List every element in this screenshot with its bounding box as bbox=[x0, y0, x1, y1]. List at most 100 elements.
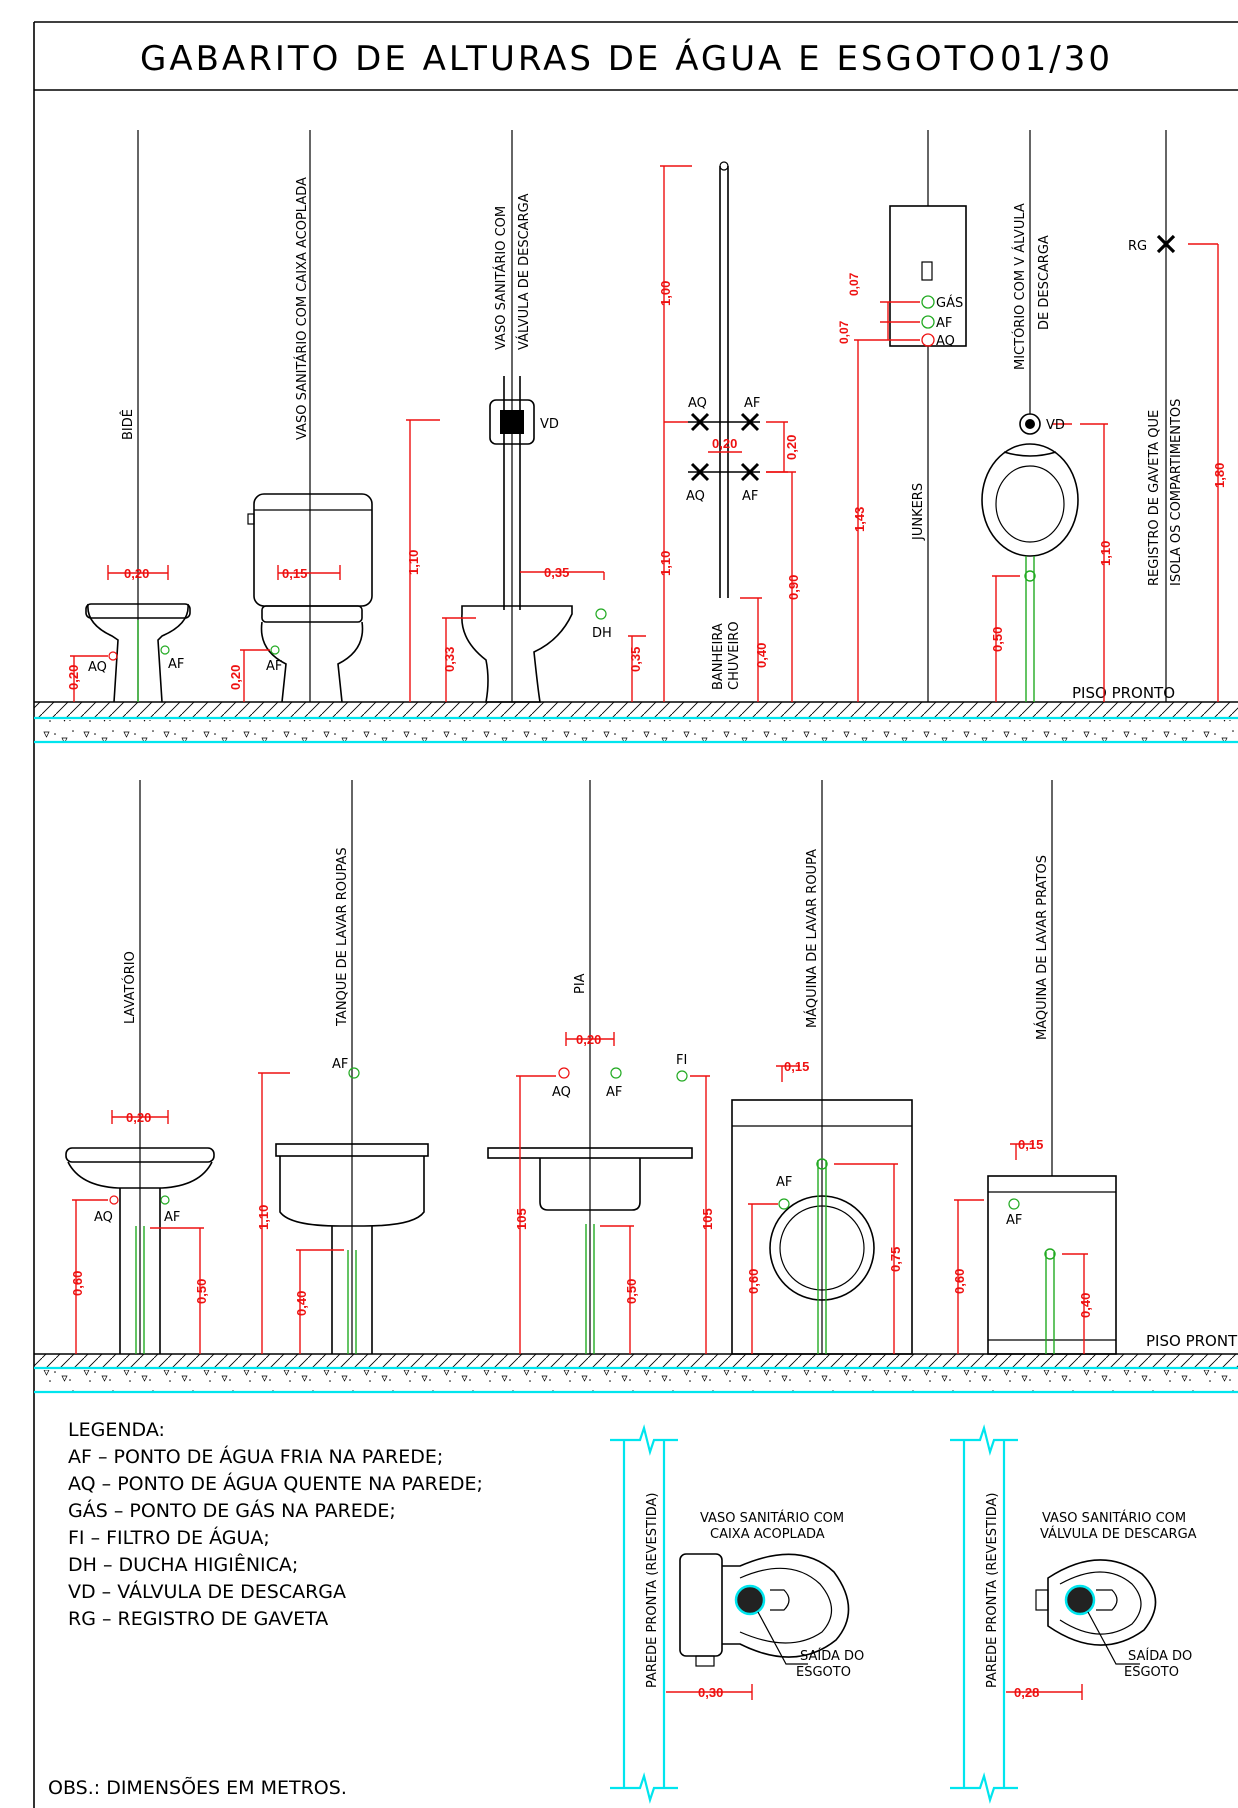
bide-dim-width: 0,20 bbox=[124, 566, 149, 581]
vaso-valvula-fixture bbox=[406, 130, 646, 703]
plan1-title-2: CAIXA ACOPLADA bbox=[710, 1527, 825, 1542]
chuveiro-dim-1: 1,00 bbox=[658, 281, 673, 306]
chuveiro-point-af2: AF bbox=[742, 489, 758, 504]
plan1-outlet-1: SAÍDA DO bbox=[800, 1648, 864, 1664]
vaso-valvula-label-1: VASO SANITÁRIO COM bbox=[493, 206, 509, 350]
plan-view-caixa bbox=[610, 1424, 850, 1804]
tanque-dim-1: 1,10 bbox=[256, 1205, 271, 1230]
vaso-valvula-dim-1: 1,10 bbox=[406, 550, 421, 575]
mictorio-point-vd: VD bbox=[1046, 418, 1065, 433]
lavatorio-dim-3: 0,50 bbox=[194, 1279, 209, 1304]
junkers-dim-3: 1,43 bbox=[852, 507, 867, 532]
chuveiro-dim-4: 0,20 bbox=[784, 435, 799, 460]
junkers-point-af: AF bbox=[936, 316, 952, 331]
maquina-roupa-label: MÁQUINA DE LAVAR ROUPA bbox=[804, 849, 820, 1028]
plan1-wall-label: PAREDE PRONTA (REVESTIDA) bbox=[645, 1493, 660, 1689]
maquina-pratos-dim-2: 0,60 bbox=[952, 1269, 967, 1294]
legend-item-gas: GÁS – PONTO DE GÁS NA PAREDE; bbox=[68, 1499, 396, 1522]
lavatorio-label: LAVATÓRIO bbox=[122, 951, 138, 1024]
chuveiro-label-2: CHUVEIRO bbox=[727, 621, 742, 690]
plan2-outlet-1: SAÍDA DO bbox=[1128, 1648, 1192, 1664]
vaso-valvula-dim-3: 0,35 bbox=[544, 565, 569, 580]
vaso-valvula-point-dh: DH bbox=[592, 626, 612, 641]
sheet-frame bbox=[33, 21, 1238, 1808]
vaso-valvula-point-vd: VD bbox=[540, 417, 559, 432]
bide-fixture bbox=[70, 130, 191, 703]
registro-dim: 1,80 bbox=[1212, 463, 1227, 488]
legend-heading: LEGENDA: bbox=[68, 1419, 165, 1441]
mictorio-dim-2: 1,10 bbox=[1098, 541, 1113, 566]
plan2-dim: 0,28 bbox=[1014, 1685, 1039, 1700]
pia-point-aq: AQ bbox=[552, 1085, 571, 1100]
registro-point-rg: RG bbox=[1128, 239, 1147, 254]
plan1-outlet-2: ESGOTO bbox=[796, 1665, 851, 1680]
bottom-floor bbox=[34, 1353, 1238, 1394]
registro-label-1: REGISTRO DE GAVETA QUE bbox=[1147, 410, 1162, 586]
maquina-roupa-dim-1: 0,15 bbox=[784, 1059, 809, 1074]
plan1-dim: 0,30 bbox=[698, 1685, 723, 1700]
legend: LEGENDA: AF – PONTO DE ÁGUA FRIA NA PARE… bbox=[68, 1419, 483, 1630]
sheet-title: GABARITO DE ALTURAS DE ÁGUA E ESGOTO bbox=[140, 38, 998, 79]
legend-item-aq: AQ – PONTO DE ÁGUA QUENTE NA PAREDE; bbox=[68, 1472, 483, 1495]
maquina-pratos-fixture bbox=[954, 780, 1117, 1355]
chuveiro-dim-5: 0,90 bbox=[786, 575, 801, 600]
sheet-code: 01/30 bbox=[1000, 39, 1113, 79]
tanque-fixture bbox=[258, 780, 429, 1354]
vaso-caixa-point-af: AF bbox=[266, 659, 282, 674]
lavatorio-point-af: AF bbox=[164, 1210, 180, 1225]
lavatorio-fixture bbox=[65, 780, 215, 1354]
tanque-point-af: AF bbox=[332, 1057, 348, 1072]
maquina-roupa-dim-3: 0,75 bbox=[888, 1247, 903, 1272]
junkers-fixture bbox=[854, 130, 967, 702]
plan1-title-1: VASO SANITÁRIO COM bbox=[700, 1510, 844, 1526]
pia-label: PIA bbox=[573, 973, 588, 994]
pia-dim-2: 105 bbox=[514, 1208, 529, 1230]
maquina-roupa-fixture bbox=[731, 780, 913, 1355]
junkers-dim-1: 0,07 bbox=[847, 272, 861, 296]
vaso-caixa-fixture bbox=[240, 130, 373, 703]
legend-item-af: AF – PONTO DE ÁGUA FRIA NA PAREDE; bbox=[68, 1445, 443, 1468]
maquina-roupa-dim-2: 0,60 bbox=[746, 1269, 761, 1294]
junkers-point-aq: AQ bbox=[936, 334, 955, 349]
mictorio-fixture bbox=[981, 130, 1108, 702]
bide-dim-height: 0,20 bbox=[66, 665, 81, 690]
mictorio-label-1: MICTÓRIO COM V ÁLVULA bbox=[1012, 203, 1028, 370]
pia-dim-1: 0,20 bbox=[576, 1032, 601, 1047]
plan2-title-2: VÁLVULA DE DESCARGA bbox=[1040, 1526, 1197, 1542]
vaso-caixa-dim-2: 0,20 bbox=[228, 665, 243, 690]
chuveiro-dim-6: 0,40 bbox=[754, 643, 769, 668]
pia-point-fi: FI bbox=[676, 1053, 687, 1068]
junkers-dim-2: 0,07 bbox=[837, 320, 851, 344]
mictorio-dim-1: 0,50 bbox=[990, 627, 1005, 652]
lavatorio-dim-1: 0,20 bbox=[126, 1110, 151, 1125]
chuveiro-point-aq1: AQ bbox=[688, 396, 707, 411]
tanque-label: TANQUE DE LAVAR ROUPAS bbox=[335, 847, 350, 1027]
maquina-pratos-dim-1: 0,15 bbox=[1018, 1137, 1043, 1152]
vaso-caixa-label: VASO SANITÁRIO COM CAIXA ACOPLADA bbox=[294, 177, 310, 440]
chuveiro-fixture bbox=[660, 161, 796, 702]
bide-label: BIDÊ bbox=[120, 409, 136, 440]
maquina-pratos-point-af: AF bbox=[1006, 1213, 1022, 1228]
plan-view-valvula bbox=[950, 1424, 1157, 1804]
vaso-valvula-label-2: VÁLVULA DE DESCARGA bbox=[516, 193, 532, 350]
chuveiro-point-af1: AF bbox=[744, 396, 760, 411]
maquina-roupa-point-af: AF bbox=[776, 1175, 792, 1190]
registro-label-2: ISOLA OS COMPARTIMENTOS bbox=[1169, 399, 1184, 586]
lavatorio-dim-2: 0,60 bbox=[70, 1271, 85, 1296]
tanque-dim-2: 0,40 bbox=[294, 1291, 309, 1316]
plan2-wall-label: PAREDE PRONTA (REVESTIDA) bbox=[985, 1493, 1000, 1689]
bottom-floor-label: PISO PRONTO bbox=[1146, 1332, 1238, 1350]
plan2-title-1: VASO SANITÁRIO COM bbox=[1042, 1510, 1186, 1526]
note-units: OBS.: DIMENSÕES EM METROS. bbox=[48, 1776, 347, 1799]
chuveiro-point-aq2: AQ bbox=[686, 489, 705, 504]
registro-fixture bbox=[1156, 130, 1219, 702]
legend-item-dh: DH – DUCHA HIGIÊNICA; bbox=[68, 1553, 298, 1576]
plan2-outlet-2: ESGOTO bbox=[1124, 1665, 1179, 1680]
top-floor-label: PISO PRONTO bbox=[1072, 684, 1175, 702]
vaso-valvula-dim-4: 0,35 bbox=[628, 647, 643, 672]
junkers-label: JUNKERS bbox=[911, 483, 926, 541]
junkers-point-gas: GÁS bbox=[936, 295, 963, 311]
bide-point-aq: AQ bbox=[88, 660, 107, 675]
bide-point-af: AF bbox=[168, 657, 184, 672]
pia-point-af: AF bbox=[606, 1085, 622, 1100]
